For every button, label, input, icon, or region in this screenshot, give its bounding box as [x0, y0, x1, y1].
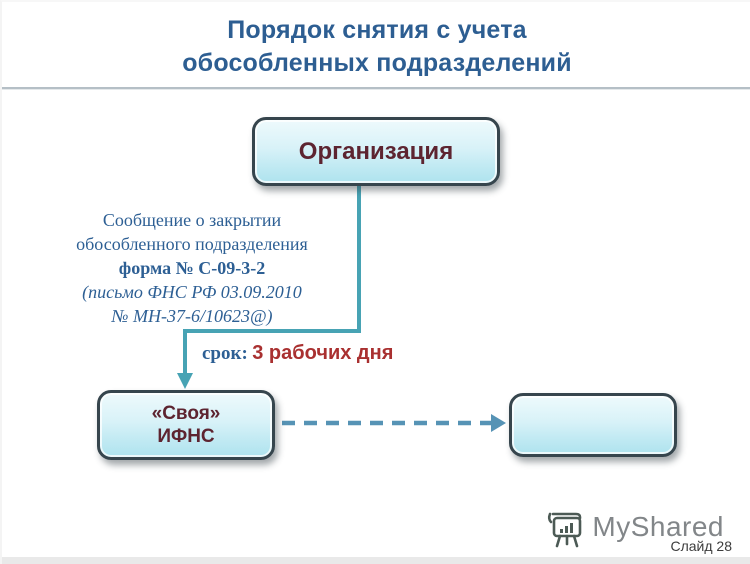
slide-number-label: Слайд 28 [670, 538, 732, 554]
term-label: срок: 3 рабочих дня [202, 342, 393, 365]
presentation-easel-icon [548, 512, 582, 548]
closure-message-note: Сообщение о закрытии обособленного подра… [32, 208, 352, 328]
myshared-watermark: MyShared [546, 510, 724, 550]
title-divider [2, 87, 750, 89]
slide-title: Порядок снятия с учета обособленных подр… [2, 14, 750, 80]
note-line-5: № МН-37-6/10623@) [111, 306, 273, 326]
myshared-logo-text: MyShared [592, 511, 724, 542]
note-line-4: (письмо ФНС РФ 03.09.2010 [82, 282, 302, 302]
slide-title-line-2: обособленных подразделений [182, 49, 572, 77]
recipient-box [509, 393, 677, 457]
bottom-edge-strip [2, 557, 750, 564]
right-arrowhead-icon [491, 414, 506, 432]
own-ifns-box: «Своя» ИФНС [97, 390, 275, 460]
down-arrowhead-icon [177, 373, 193, 389]
term-value: 3 рабочих дня [252, 342, 394, 364]
note-line-1: Сообщение о закрытии [102, 210, 282, 230]
own-ifns-box-line-1: «Своя» [151, 403, 221, 424]
own-ifns-box-line-2: ИФНС [157, 426, 215, 447]
organization-box: Организация [252, 117, 500, 186]
organization-box-label: Организация [298, 137, 454, 165]
term-prefix: срок: [202, 343, 248, 364]
note-line-3: форма № С-09-3-2 [118, 258, 266, 278]
note-line-2: обособленного подразделения [76, 234, 308, 254]
slide-title-line-1: Порядок снятия с учета [227, 16, 527, 44]
